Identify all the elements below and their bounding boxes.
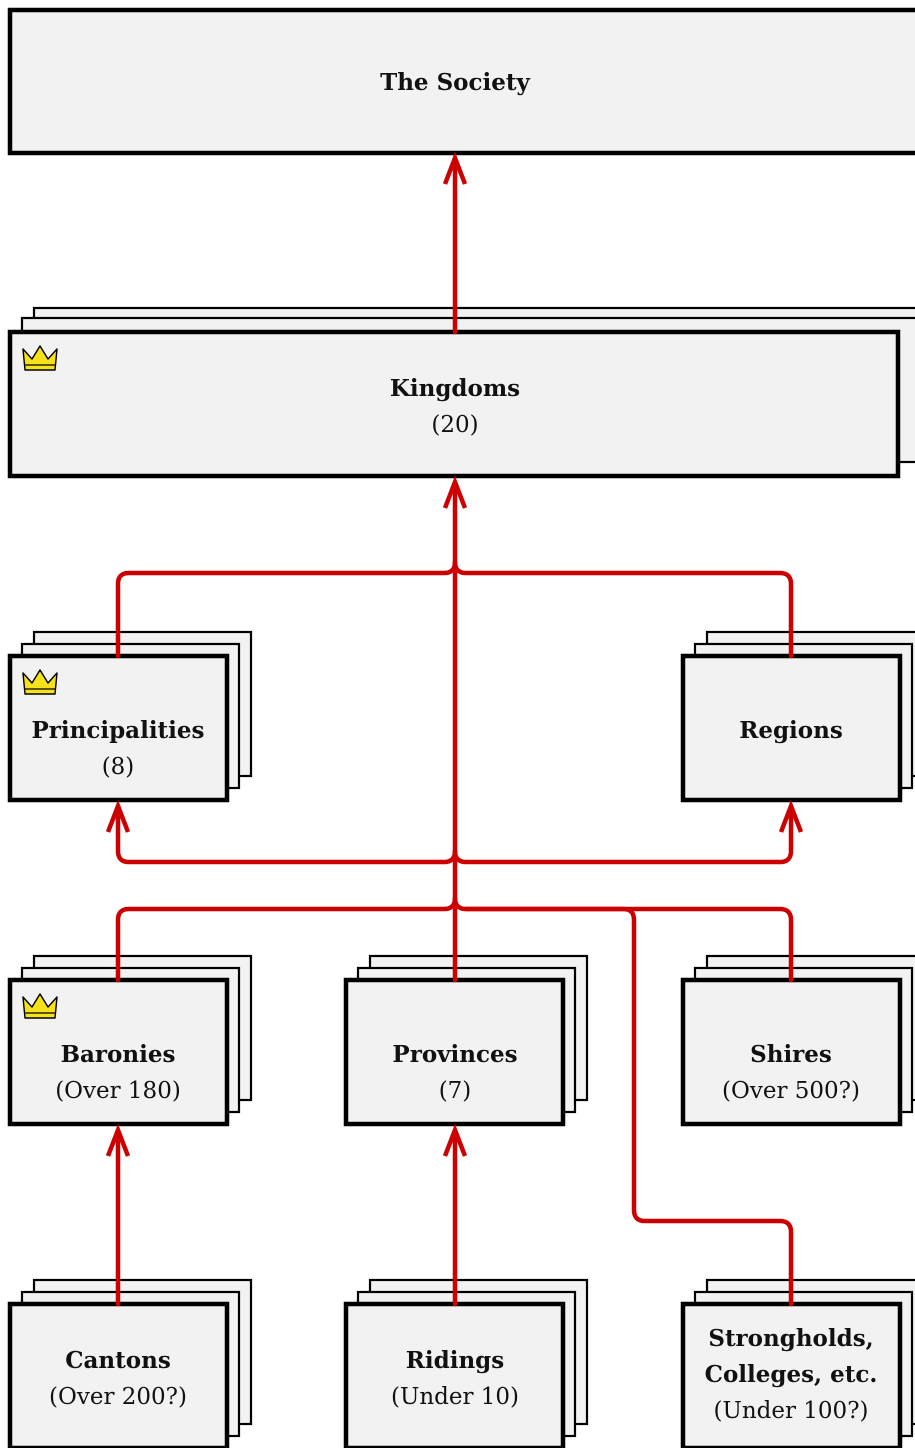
node-principalities: Principalities (8) (7, 630, 253, 803)
arrow-to-principalities (115, 805, 458, 865)
arrow-strongholds-up (463, 906, 794, 1307)
arrow-shires-up (452, 895, 794, 983)
society-title: The Society (380, 69, 530, 96)
node-cantons: Cantons (Over 200?) (7, 1278, 253, 1448)
baronies-count: (Over 180) (55, 1078, 181, 1104)
kingdoms-count: (20) (431, 412, 478, 438)
arrow-to-regions (452, 805, 794, 865)
cantons-count: (Over 200?) (49, 1384, 187, 1410)
node-regions: Regions (680, 630, 915, 803)
principalities-count: (8) (102, 754, 135, 780)
strongholds-count: (Under 100?) (713, 1398, 868, 1424)
provinces-title: Provinces (392, 1041, 517, 1068)
baronies-title: Baronies (61, 1041, 176, 1068)
ridings-title: Ridings (406, 1347, 504, 1374)
regions-title: Regions (739, 717, 843, 744)
strongholds-title-line2: Colleges, etc. (705, 1361, 878, 1388)
node-baronies: Baronies (Over 180) (7, 954, 253, 1127)
arrow-principalities-to-kingdoms (115, 481, 458, 659)
ridings-count: (Under 10) (391, 1384, 519, 1410)
cantons-title: Cantons (65, 1347, 171, 1374)
node-strongholds: Strongholds, Colleges, etc. (Under 100?) (680, 1278, 915, 1448)
node-provinces: Provinces (7) (343, 954, 589, 1127)
strongholds-title-line1: Strongholds, (708, 1325, 873, 1352)
provinces-count: (7) (439, 1078, 472, 1104)
shires-title: Shires (750, 1041, 832, 1068)
connectors (105, 151, 804, 1307)
node-society: The Society (7, 7, 915, 156)
kingdoms-title: Kingdoms (390, 375, 520, 402)
shires-count: (Over 500?) (722, 1078, 860, 1104)
node-shires: Shires (Over 500?) (680, 954, 915, 1127)
node-ridings: Ridings (Under 10) (343, 1278, 589, 1448)
node-kingdoms: Kingdoms (20) (7, 306, 915, 479)
principalities-title: Principalities (31, 717, 204, 744)
